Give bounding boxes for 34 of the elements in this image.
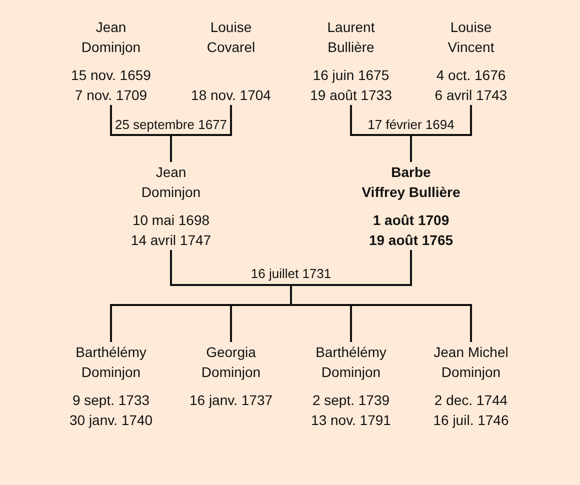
person-name: Louise Covarel bbox=[206, 18, 256, 57]
date-text: 16 juin 1675 bbox=[312, 66, 390, 85]
date-text: 13 nov. 1791 bbox=[311, 411, 391, 430]
person-name: Barthélémy Dominjon bbox=[316, 343, 386, 382]
date-text: 18 nov. 1704 bbox=[191, 86, 271, 105]
date-text: 15 nov. 1659 bbox=[71, 66, 151, 85]
marriage-date: 17 février 1694 bbox=[368, 116, 454, 133]
date-text: 19 août 1765 bbox=[368, 231, 454, 250]
marriage-date: 16 juillet 1731 bbox=[250, 265, 332, 282]
date-text: 6 avril 1743 bbox=[434, 86, 508, 105]
date-text: 2 sept. 1739 bbox=[312, 391, 390, 410]
connector-line bbox=[170, 105, 232, 162]
date-text: 4 oct. 1676 bbox=[436, 66, 506, 85]
person-name: Laurent Bullière bbox=[327, 18, 375, 57]
person-name: Jean Dominjon bbox=[141, 163, 201, 202]
date-text: 9 sept. 1733 bbox=[72, 391, 150, 410]
date-text: 2 dec. 1744 bbox=[434, 391, 508, 410]
date-text: 16 janv. 1737 bbox=[189, 391, 273, 410]
marriage-date: 25 septembre 1677 bbox=[114, 116, 228, 133]
connector-line bbox=[290, 250, 472, 342]
person-name: Jean Dominjon bbox=[81, 18, 141, 57]
date-text: 19 août 1733 bbox=[310, 86, 392, 105]
date-text: 16 juil. 1746 bbox=[433, 411, 509, 430]
connector-line bbox=[410, 105, 472, 162]
date-text: 30 janv. 1740 bbox=[69, 411, 153, 430]
person-name: Georgia Dominjon bbox=[201, 343, 261, 382]
date-text: 14 avril 1747 bbox=[130, 231, 212, 250]
date-text: 10 mai 1698 bbox=[132, 211, 210, 230]
person-name: Barthélémy Dominjon bbox=[76, 343, 146, 382]
person-name: Jean Michel Dominjon bbox=[434, 343, 508, 382]
date-text: 1 août 1709 bbox=[372, 211, 450, 230]
date-text: 7 nov. 1709 bbox=[74, 86, 148, 105]
person-name: Barbe Viffrey Bullière bbox=[362, 163, 460, 202]
person-name: Louise Vincent bbox=[448, 18, 494, 57]
